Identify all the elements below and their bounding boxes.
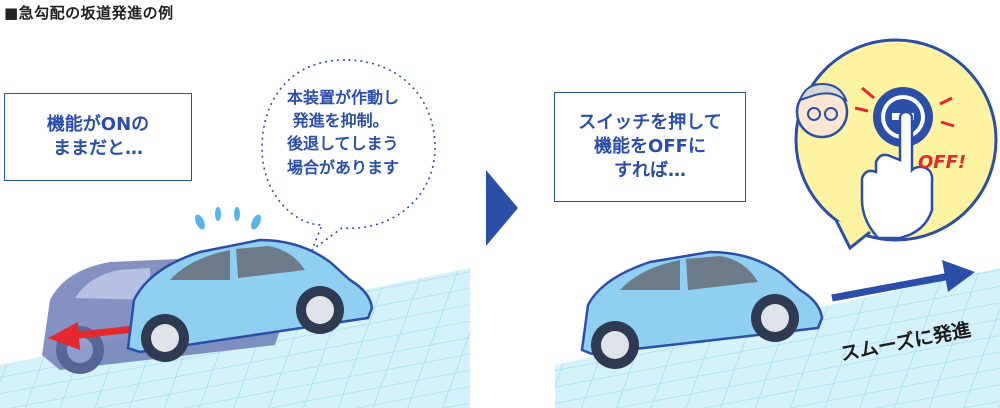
status-box-right-text: スイッチを押して 機能をOFFに すれば… <box>578 111 722 182</box>
pointing-hand-icon <box>860 110 934 240</box>
forward-arrow <box>831 260 975 302</box>
status-box-left: 機能がONの ままだと… <box>4 93 192 181</box>
car-right <box>580 250 824 369</box>
car-left <box>126 238 374 362</box>
person-icon <box>795 82 849 139</box>
status-box-left-text: 機能がONの ままだと… <box>46 113 150 159</box>
next-arrow-icon <box>486 170 518 246</box>
sweat-drops-icon <box>195 207 261 230</box>
emphasis-marks <box>854 86 955 128</box>
page-title: ■急勾配の坂道発進の例 <box>4 4 174 22</box>
status-box-right: スイッチを押して 機能をOFFに すれば… <box>554 92 746 202</box>
bubble-text: 本装置が作動し 発進を抑制。 後退してしまう 場合があります <box>287 88 400 177</box>
thought-bubble <box>261 59 436 253</box>
off-label: OFF! <box>918 152 967 173</box>
